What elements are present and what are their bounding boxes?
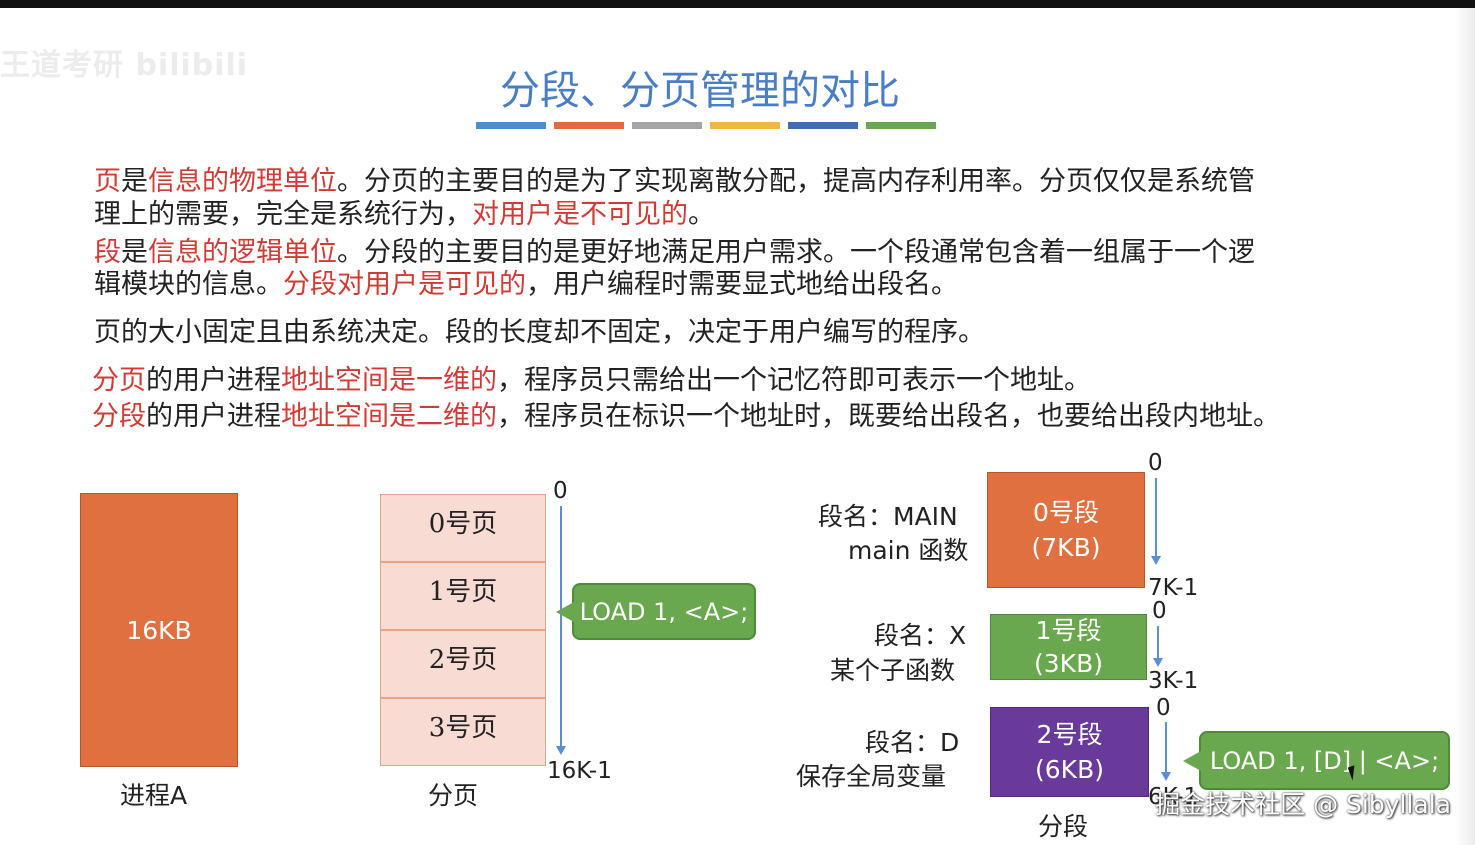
paging-address-line [560, 506, 562, 746]
page-1-label: 1号页 [428, 577, 498, 607]
text-run: 信息的物理单位 [148, 166, 337, 197]
title-stripe-2 [632, 122, 702, 129]
page-0: 0号页 [380, 494, 546, 562]
paragraph-paging-1d: 分页的用户进程地址空间是一维的，程序员只需给出一个记忆符即可表示一个地址。 [92, 364, 1091, 397]
segment-0-size: (7KB) [1031, 533, 1101, 562]
segment-2-desc: 保存全局变量 [796, 762, 947, 791]
slide-title: 分段、分页管理的对比 [500, 68, 900, 114]
juejin-watermark: 掘金技术社区 @ Sibyllala [1155, 790, 1451, 819]
paragraph-page-1: 页是信息的物理单位。分页的主要目的是为了实现离散分配，提高内存利用率。分页仅仅是… [94, 165, 1255, 198]
paragraph-size: 页的大小固定且由系统决定。段的长度却不固定，决定于用户编写的程序。 [94, 316, 985, 349]
text-run: 。分段的主要目的是更好地满足用户需求。一个段通常包含着一组属于一个逻 [337, 237, 1255, 268]
segment-load-callout: LOAD 1, [D] | <A>; [1183, 731, 1450, 790]
text-run: 地址空间是二维的 [281, 401, 497, 432]
paging-start-address: 0 [553, 478, 568, 504]
title-stripe-0 [476, 122, 546, 129]
segment-callout-text: LOAD 1, [D] | <A>; [1209, 746, 1440, 775]
text-run: 。分页的主要目的是为了实现离散分配，提高内存利用率。分页仅仅是系统管 [337, 166, 1255, 197]
paragraph-segment-2: 辑模块的信息。分段对用户是可见的，用户编程时需要显式地给出段名。 [94, 268, 958, 301]
text-run: 地址空间是一维的 [281, 365, 497, 396]
paging-caption: 分页 [428, 781, 479, 810]
segment-1-end: 3K-1 [1148, 668, 1199, 694]
text-run: 页 [94, 166, 121, 197]
segment-1-line [1157, 626, 1159, 658]
segment-2-arrow-icon [1161, 772, 1171, 781]
paragraph-page-2: 理上的需要，完全是系统行为，对用户是不可见的。 [94, 198, 715, 231]
segment-2-end: 6K-1 [1148, 784, 1199, 810]
process-caption: 进程A [120, 781, 188, 810]
segment-0-arrow-icon [1151, 556, 1161, 565]
segment-1-block: 1号段 (3KB) [990, 614, 1147, 680]
text-run: 辑模块的信息。 [94, 269, 283, 300]
segment-1-label: 1号段 [1035, 616, 1102, 645]
top-bar [0, 0, 1475, 8]
page-3: 3号页 [380, 698, 546, 766]
text-run: 理上的需要，完全是系统行为， [94, 199, 472, 230]
segment-0-line [1155, 478, 1157, 556]
edge-shade [1455, 8, 1475, 845]
text-run: 分段 [92, 401, 146, 432]
segment-2-start: 0 [1156, 695, 1171, 721]
segment-1-size: (3KB) [1034, 649, 1103, 678]
segment-0-label: 0号段 [1033, 498, 1099, 527]
text-run: 段 [94, 237, 121, 268]
text-run: 信息的逻辑单位 [148, 237, 337, 268]
text-run: 的用户进程 [146, 365, 281, 396]
title-stripe-3 [710, 122, 780, 129]
text-run: 是 [121, 237, 148, 268]
segment-0-start: 0 [1148, 450, 1163, 476]
segment-1-desc: 某个子函数 [830, 656, 956, 685]
text-run: ，程序员只需给出一个记忆符即可表示一个地址。 [497, 365, 1091, 396]
process-block: 16KB [80, 493, 238, 767]
text-run: 页的大小固定且由系统决定。段的长度却不固定，决定于用户编写的程序。 [94, 317, 985, 348]
paging-end-address: 16K-1 [547, 758, 612, 784]
text-run: 是 [121, 166, 148, 197]
title-stripe-1 [554, 122, 624, 129]
paging-arrow-icon [556, 746, 566, 755]
page-2-label: 2号页 [428, 645, 498, 675]
text-run: 。 [688, 199, 715, 230]
segment-caption: 分段 [1038, 812, 1089, 841]
paging-load-callout: LOAD 1, <A>; [556, 583, 756, 640]
segment-2-size: (6KB) [1035, 755, 1104, 784]
page-1: 1号页 [380, 562, 546, 630]
title-color-stripes [476, 122, 936, 129]
segment-0-desc: main 函数 [848, 536, 969, 565]
segment-2-label: 2号段 [1036, 720, 1103, 749]
text-run: 对用户是不可见的 [472, 199, 688, 230]
segment-1-arrow-icon [1153, 658, 1163, 667]
paragraph-segment-1: 段是信息的逻辑单位。分段的主要目的是更好地满足用户需求。一个段通常包含着一组属于… [94, 236, 1255, 269]
process-size: 16KB [126, 615, 192, 645]
segment-0-block: 0号段 (7KB) [987, 472, 1145, 588]
segment-1-name: 段名：X [874, 621, 967, 650]
paragraph-segment-2d: 分段的用户进程地址空间是二维的，程序员在标识一个地址时，既要给出段名，也要给出段… [92, 400, 1280, 433]
segment-2-line [1165, 722, 1167, 774]
callout-tail [556, 601, 574, 622]
segment-2-block: 2号段 (6KB) [990, 707, 1149, 797]
paging-callout-text: LOAD 1, <A>; [579, 597, 749, 626]
segment-0-end: 7K-1 [1148, 575, 1199, 601]
text-run: ，用户编程时需要显式地给出段名。 [526, 269, 958, 300]
page-3-label: 3号页 [428, 713, 498, 743]
text-run: 分页 [92, 365, 146, 396]
page-2: 2号页 [380, 630, 546, 698]
title-stripe-5 [866, 122, 936, 129]
segment-0-name: 段名：MAIN [818, 502, 958, 531]
callout-tail [1183, 750, 1201, 771]
segment-1-start: 0 [1152, 598, 1167, 624]
bilibili-watermark: 王道考研 bilibili [0, 48, 249, 83]
segment-2-name: 段名：D [865, 728, 960, 757]
text-run: ，程序员在标识一个地址时，既要给出段名，也要给出段内地址。 [497, 401, 1280, 432]
text-run: 分段对用户是可见的 [283, 269, 526, 300]
text-run: 的用户进程 [146, 401, 281, 432]
title-stripe-4 [788, 122, 858, 129]
page-0-label: 0号页 [428, 509, 498, 539]
